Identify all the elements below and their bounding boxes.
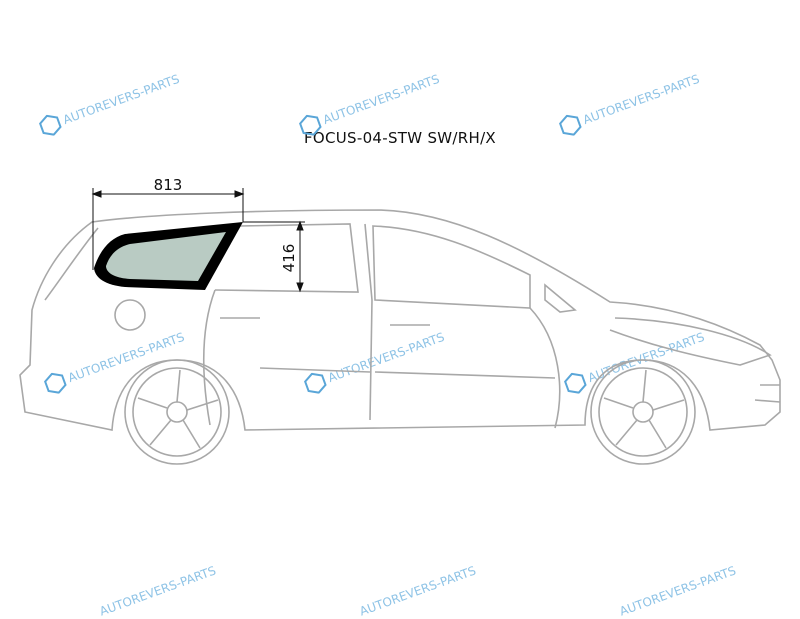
logo-icon: [299, 114, 322, 136]
car-outline: [19, 209, 781, 431]
logo-icon: [564, 372, 587, 394]
watermark: AUTOREVERS-PARTS: [561, 326, 707, 397]
height-dimension: 416: [280, 244, 298, 273]
car-diagram: 813 416: [19, 176, 781, 465]
rear-wheel: [124, 359, 230, 465]
watermark: AUTOREVERS-PARTS: [556, 68, 702, 139]
width-dimension: 813: [154, 176, 183, 194]
watermark: AUTOREVERS-PARTS: [301, 326, 447, 397]
dimension-lines: [91, 188, 305, 293]
watermark: AUTOREVERS-PARTS: [41, 326, 187, 397]
logo-icon: [44, 372, 67, 394]
quarter-glass: [94, 222, 243, 290]
logo-icon: [304, 372, 327, 394]
part-title: FOCUS-04-STW SW/RH/X: [303, 129, 497, 147]
watermark: AUTOREVERS-PARTS: [296, 68, 442, 139]
front-wheel: [590, 359, 696, 465]
logo-icon: [39, 114, 62, 136]
wheels: [124, 359, 696, 465]
watermark: AUTOREVERS-PARTS: [36, 68, 182, 139]
logo-icon: [559, 114, 582, 136]
glass-pane: [106, 232, 226, 281]
